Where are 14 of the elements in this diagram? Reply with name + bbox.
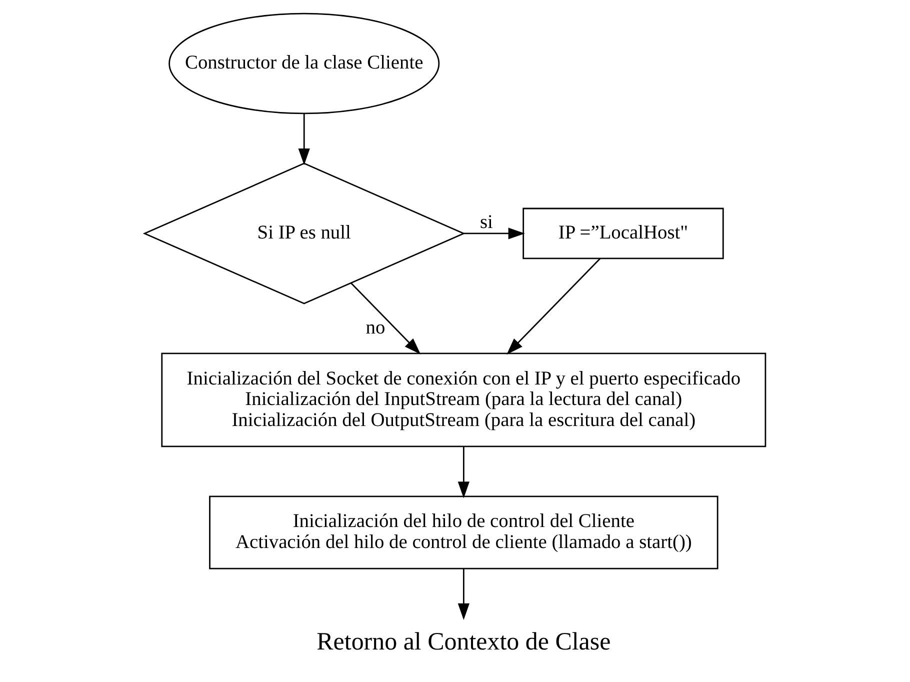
node-ellipse: Constructor de la clase Cliente (168, 12, 440, 114)
arrow (458, 446, 470, 498)
arrow (458, 568, 470, 620)
node-box: Inicialización del hilo de control del Cliente Activación del hilo de control de cliente (llamado a start()) (209, 496, 718, 570)
node-box: Inicialización del Socket de conexión con el IP y el puerto especificado Inicialización del InputStream (para la lectura del canal) Inicialización del OutputStream (para la escritura del canal) (161, 352, 766, 448)
node-diamond: Si IP es null (142, 162, 466, 304)
edge-label: no (366, 318, 386, 339)
node-text: Retorno al Contexto de Clase (316, 628, 611, 656)
arrow (464, 228, 525, 240)
node-box: IP =”LocalHost" (522, 208, 724, 260)
arrow (350, 282, 421, 354)
arrow (506, 258, 601, 355)
edge-label: si (480, 212, 493, 234)
arrow (298, 114, 310, 166)
